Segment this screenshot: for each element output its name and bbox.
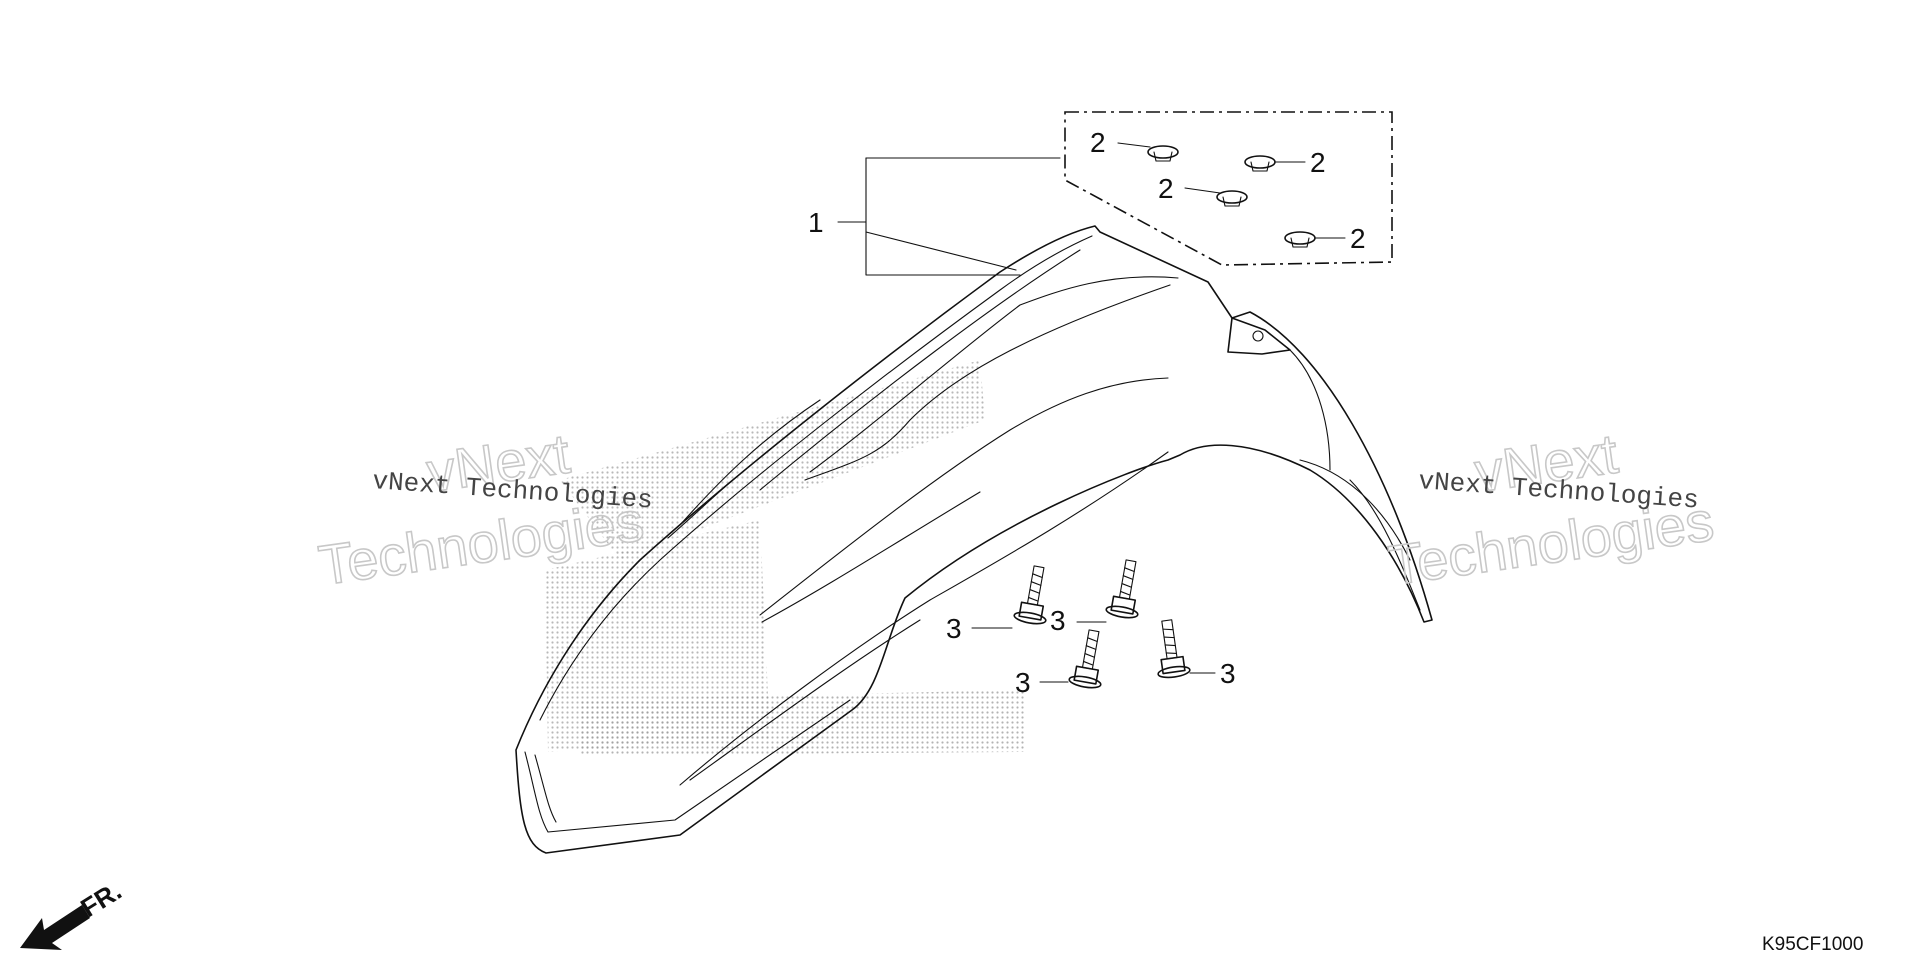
- front-arrow-icon: [20, 905, 90, 950]
- callout-2d: 2: [1350, 223, 1366, 254]
- callout-2c: 2: [1158, 173, 1174, 204]
- clip-nut-icons: [1117, 142, 1346, 248]
- watermark: vNext Technologies vNext Technologies vN…: [314, 421, 1718, 598]
- kit-bracket: [837, 157, 1061, 276]
- front-direction-indicator: FR.: [20, 875, 127, 950]
- callout-3a: 3: [946, 613, 962, 644]
- callout-3d: 3: [1220, 658, 1236, 689]
- callout-1: 1: [808, 207, 824, 238]
- clip-group-box: [1064, 111, 1393, 266]
- callout-2b: 2: [1310, 147, 1326, 178]
- callouts: 1 2 2 2 2 3 3 3 3: [808, 127, 1366, 698]
- front-fender: [515, 225, 1433, 854]
- callout-3c: 3: [1015, 667, 1031, 698]
- dotted-logo-watermark: [545, 360, 1025, 755]
- callout-3b: 3: [1050, 605, 1066, 636]
- callout-2a: 2: [1090, 127, 1106, 158]
- drawing-code: K95CF1000: [1762, 934, 1863, 955]
- bolt-icons: [971, 559, 1216, 689]
